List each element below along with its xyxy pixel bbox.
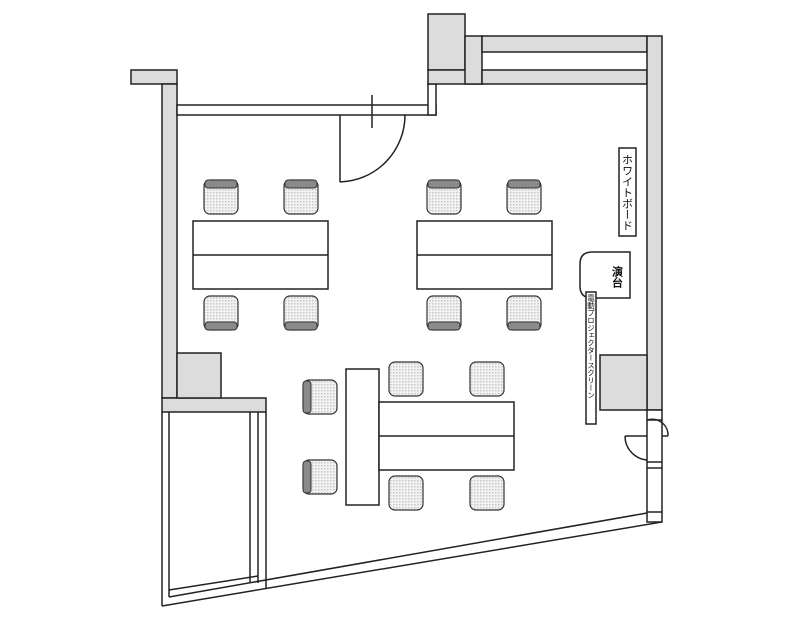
- podium-label: 演台: [611, 265, 624, 289]
- chair-back: [427, 321, 461, 331]
- walls: [130, 13, 663, 607]
- chair: [302, 459, 338, 495]
- chair-back: [427, 179, 461, 189]
- chair: [203, 179, 239, 215]
- chair: [388, 475, 424, 511]
- whiteboard: ホワイトボード: [618, 147, 637, 237]
- table-1: [192, 220, 329, 290]
- podium: 演台: [579, 251, 631, 299]
- table-2: [416, 220, 553, 290]
- chair-back: [284, 321, 318, 331]
- window-frame-outer: [481, 35, 648, 53]
- left-wall: [161, 83, 178, 399]
- projector-screen-label: 電動プロジェクタースクリーン: [586, 294, 595, 399]
- chair: [506, 179, 542, 215]
- entrance-door[interactable]: [339, 95, 406, 183]
- whiteboard-label: ホワイトボード: [621, 154, 634, 231]
- chair-back: [204, 179, 238, 189]
- chair-back: [302, 460, 312, 494]
- chair: [283, 179, 319, 215]
- wall-bottom-left: [161, 397, 267, 413]
- projector-screen: 電動プロジェクタースクリーン: [585, 291, 597, 425]
- right-wall-lower: [646, 409, 663, 523]
- wall-cap-top-left: [130, 69, 178, 85]
- window-post: [464, 35, 483, 85]
- chair-back: [507, 321, 541, 331]
- chair: [469, 361, 505, 397]
- top-wall-post: [427, 83, 437, 116]
- right-wall: [646, 35, 663, 411]
- chair: [426, 179, 462, 215]
- pillar-right: [599, 354, 648, 411]
- chair: [302, 379, 338, 415]
- table-3: [345, 368, 515, 506]
- bottom-wall-inner: [168, 512, 648, 598]
- chair-back: [507, 179, 541, 189]
- pillar-top: [427, 13, 466, 71]
- chair: [426, 295, 462, 331]
- chair: [283, 295, 319, 331]
- window-frame-inner: [481, 69, 648, 85]
- side-door[interactable]: [624, 418, 669, 461]
- bottom-wall-outer: [161, 521, 663, 607]
- chair: [203, 295, 239, 331]
- chair-back: [284, 179, 318, 189]
- chair-back: [302, 380, 312, 414]
- chair-back: [204, 321, 238, 331]
- chair: [388, 361, 424, 397]
- pillar-left: [176, 352, 222, 399]
- chair: [506, 295, 542, 331]
- chair: [469, 475, 505, 511]
- top-wall: [176, 104, 437, 116]
